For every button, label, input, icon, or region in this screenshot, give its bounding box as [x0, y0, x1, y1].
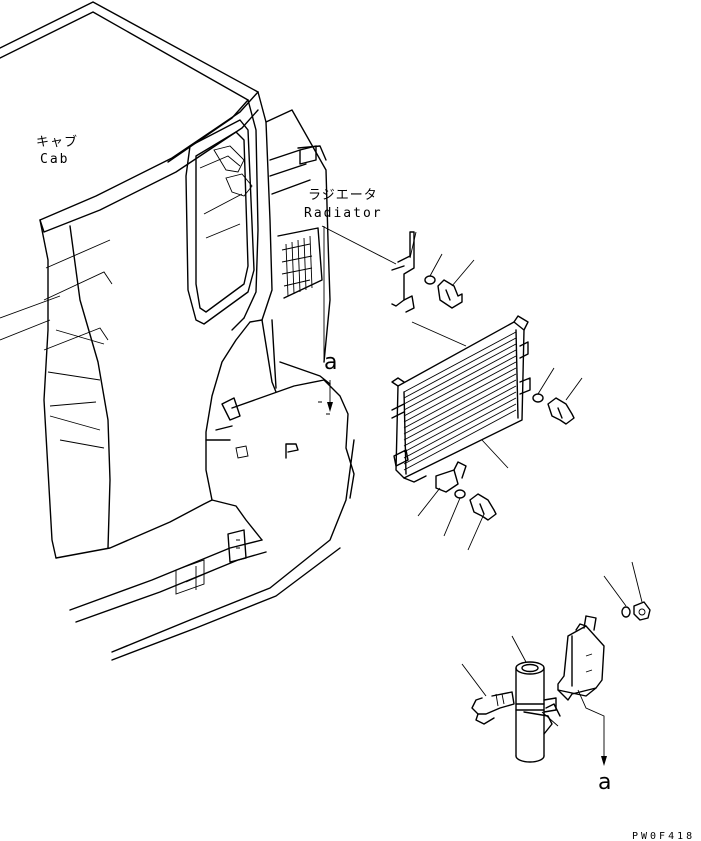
cab-left-body [0, 219, 213, 559]
bracket-lower [435, 461, 467, 493]
bracket-upper [391, 231, 415, 313]
cab-label-ja: キャブ [36, 135, 79, 150]
radiator-label-ja: ラジエータ [308, 188, 378, 203]
cab-deck [69, 439, 355, 661]
cab-label-en: Cab [40, 152, 70, 167]
leader-upper-a [323, 226, 333, 412]
fasteners-lower [454, 489, 497, 521]
radiator-core [391, 315, 531, 483]
cab-roof [0, 1, 259, 233]
fasteners-drier [621, 601, 651, 621]
hose-fitting [471, 691, 515, 725]
cab-pillar [205, 91, 273, 501]
reference-mark-upper: a [324, 350, 338, 375]
receiver-drier [515, 661, 561, 763]
radiator-housing [205, 109, 355, 499]
drier-leaders [461, 561, 643, 766]
radiator-label-en: Radiator [304, 206, 383, 221]
radiator-leaders [321, 225, 583, 551]
mount-plate [557, 615, 605, 701]
drawing-code: PW0F418 [632, 831, 696, 841]
cab-door-window [185, 119, 255, 325]
reference-mark-lower: a [598, 770, 612, 795]
fasteners-upper [424, 275, 575, 425]
